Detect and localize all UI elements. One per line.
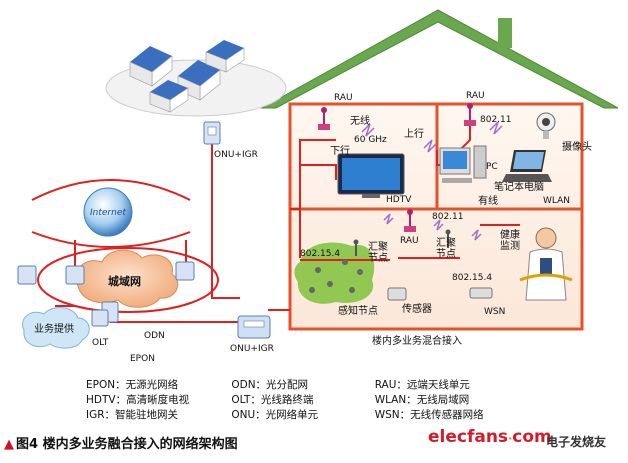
legend-olt: OLT：光线路终端 — [231, 394, 314, 406]
legend-row-3: IGR：智能驻地网关 ONU：光网络单元 WSN：无线传感器网络 — [86, 407, 484, 422]
label-laptop: 笔记本电脑 — [494, 182, 544, 193]
metro-cloud — [75, 249, 179, 308]
legend-wlan: WLAN：无线局域网 — [374, 394, 470, 406]
label-internet: Internet — [90, 208, 126, 218]
rau-antenna-left — [318, 107, 330, 130]
label-camera: 摄像头 — [562, 142, 592, 153]
legend-hdtv: HDTV：高清晰度电视 — [86, 394, 190, 406]
label-odn: ODN — [144, 331, 165, 341]
label-house-caption: 楼内多业务混合接入 — [372, 336, 462, 347]
label-hdtv: HDTV — [386, 195, 412, 205]
brand-dot: · — [508, 432, 513, 445]
caption-triangle-icon: ▲ — [4, 437, 14, 452]
brand-name-b: com — [512, 427, 552, 447]
sensor-device — [387, 287, 407, 301]
label-provider: 业务提供 — [34, 324, 74, 335]
label-epon: EPON — [130, 354, 155, 364]
legend-odn: ODN：光分配网 — [231, 379, 309, 391]
figure-caption: ▲图4 楼内多业务融合接入的网络架构图 — [4, 433, 238, 452]
label-onu-igr-top: ONU+IGR — [214, 150, 258, 160]
camera-icon — [536, 112, 556, 139]
brand-name-cn: 电子发烧友 — [546, 435, 607, 449]
house-chimney — [498, 18, 512, 48]
label-health: 健康 监测 — [500, 230, 520, 252]
label-802154-right: 802.15.4 — [452, 273, 493, 283]
label-aggregation-left: 汇聚 节点 — [368, 242, 388, 264]
label-rau-top-right: RAU — [466, 91, 485, 101]
label-wired: 有线 — [478, 196, 498, 207]
label-aggregation-right: 汇聚 节点 — [436, 238, 456, 260]
laptop-icon — [502, 150, 552, 182]
label-rau-top-left: RAU — [334, 93, 353, 103]
label-80211-mid: 802.11 — [432, 212, 464, 222]
label-802154-left: 802.15.4 — [300, 249, 341, 259]
label-metro: 城域网 — [108, 275, 141, 288]
router-mid — [65, 265, 85, 285]
wireless-signals — [361, 121, 503, 241]
label-sensor-node: 感知节点 — [338, 306, 378, 317]
caption-text: 图4 楼内多业务融合接入的网络架构图 — [16, 437, 238, 452]
label-rau-mid: RAU — [400, 236, 419, 246]
label-onu-igr-bottom: ONU+IGR — [230, 344, 274, 354]
internet-globe — [83, 187, 133, 237]
legend-epon: EPON：无源光网络 — [86, 379, 179, 391]
label-80211-top: 802.11 — [480, 115, 512, 125]
legend-row-2: HDTV：高清晰度电视 OLT：光线路终端 WLAN：无线局域网 — [86, 392, 469, 407]
legend-row-1: EPON：无源光网络 ODN：光分配网 RAU：远端天线单元 — [86, 377, 470, 392]
label-uplink: 上行 — [404, 129, 424, 140]
aggregation-node-left — [353, 239, 359, 256]
legend-onu: ONU：光网络单元 — [231, 409, 319, 421]
brand-logo: elecfans·com — [428, 427, 552, 447]
wsn-node-device — [469, 287, 493, 299]
rau-antenna-mid — [404, 209, 416, 232]
label-olt: OLT — [92, 338, 109, 348]
router-left — [17, 265, 37, 285]
label-sensor: 传感器 — [402, 304, 432, 315]
hdtv-icon — [337, 153, 405, 198]
router-right — [175, 261, 195, 281]
onu-device-top — [203, 121, 221, 145]
router-bottom — [91, 309, 109, 327]
aggregation-node-right — [445, 229, 451, 248]
village-houses — [129, 40, 245, 113]
label-60ghz: 60 GHz — [354, 135, 387, 145]
label-wlan: WLAN — [543, 196, 571, 206]
legend-rau: RAU：远端天线单元 — [374, 379, 470, 391]
metro-ring — [37, 247, 219, 313]
internet-arc-bottom — [31, 231, 191, 248]
label-wireless: 无线 — [350, 116, 370, 127]
label-downlink: 下行 — [330, 146, 350, 157]
onu-device-bottom — [237, 315, 271, 339]
label-wsn: WSN — [484, 307, 506, 317]
internet-arc-top — [31, 179, 191, 201]
house-roof — [260, 9, 619, 109]
provider-cloud — [22, 307, 90, 349]
legend-igr: IGR：智能驻地网关 — [86, 409, 179, 421]
rau-antenna-right — [464, 103, 476, 126]
health-person-icon — [519, 227, 573, 301]
legend-wsn: WSN：无线传感器网络 — [374, 409, 484, 421]
sensor-nodes — [309, 259, 363, 293]
pc-icon — [439, 145, 487, 183]
label-pc: PC — [486, 162, 498, 172]
brand-name-a: elecfans — [428, 427, 509, 447]
